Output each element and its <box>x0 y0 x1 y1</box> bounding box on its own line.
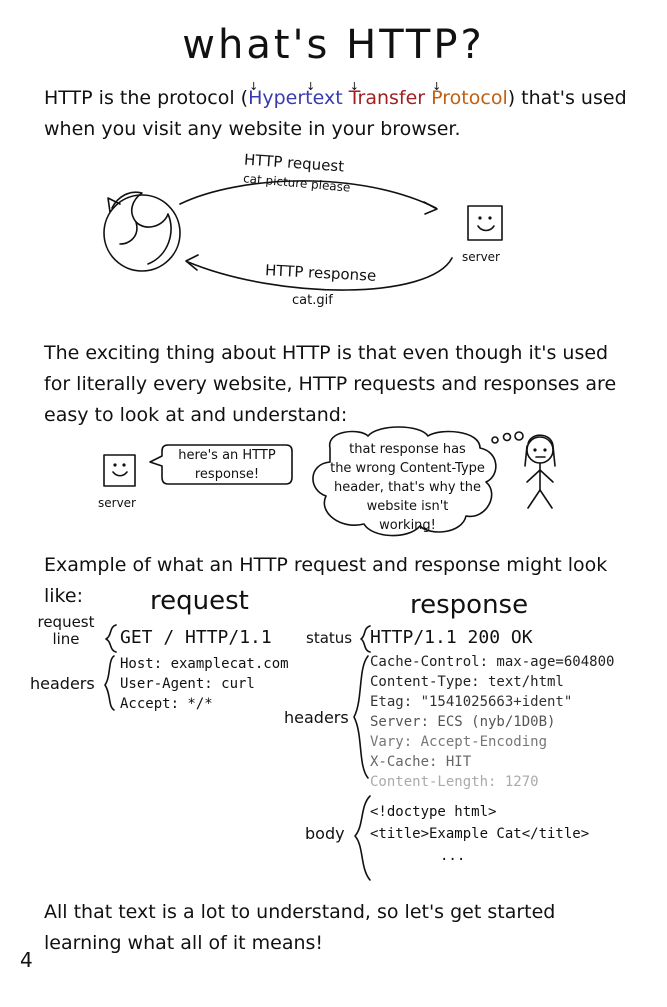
server-face-icon-2 <box>103 454 136 487</box>
stick-figure <box>524 434 556 509</box>
word-hyper: Hyper <box>248 87 305 109</box>
response-header-cache-control: Cache-Control: max-age=604800 <box>370 654 615 670</box>
person-thought-text: that response has the wrong Content-Type… <box>315 440 500 535</box>
firefox-icon <box>103 191 181 272</box>
status-brace <box>360 625 371 653</box>
request-header-user-agent: User-Agent: curl <box>120 676 255 692</box>
status-label: status <box>306 629 353 647</box>
server-label: server <box>462 250 500 264</box>
request-header-host: Host: examplecat.com <box>120 656 289 672</box>
body-doctype: <!doctype html> <box>370 804 497 820</box>
word-protocol: rotocol <box>442 87 508 109</box>
person-thought-line-4: website isn't <box>366 499 449 514</box>
person-thought-line-1: that response has <box>349 442 466 457</box>
request-header-accept: Accept: */* <box>120 696 213 712</box>
intro-after: ) that's used when you visit any website… <box>44 87 627 140</box>
response-header-etag: Etag: "1541025663+ident" <box>370 694 573 710</box>
body-brace <box>354 795 371 881</box>
response-body: <!doctype html> <title>Example Cat</titl… <box>370 801 589 867</box>
response-headers: Cache-Control: max-age=604800 Content-Ty… <box>370 652 614 792</box>
http-response-label: HTTP response <box>264 261 377 285</box>
response-note: cat.gif <box>292 293 333 308</box>
body-ellipsis: ... <box>440 848 466 864</box>
response-header-vary: Vary: Accept-Encoding <box>370 734 548 750</box>
response-header-server: Server: ECS (nyb/1D0B) <box>370 714 556 730</box>
example-intro: Example of what an HTTP request and resp… <box>44 554 608 607</box>
request-line-label-2: line <box>52 630 80 648</box>
thought-dot-3 <box>514 431 524 441</box>
response-arrow-head <box>185 254 199 271</box>
letter-p: P <box>431 87 442 109</box>
server-bubble-line-2: response! <box>194 467 260 482</box>
person-thought-line-2: the wrong Content-Type <box>330 461 485 476</box>
response-header-content-type: Content-Type: text/html <box>370 674 564 690</box>
intro-before: HTTP is the protocol ( <box>44 87 249 109</box>
request-heading: request <box>150 586 249 616</box>
word-text: text <box>305 87 349 109</box>
server-face-icon <box>467 205 503 241</box>
server-bubble-line-1: here's an HTTP <box>178 448 276 463</box>
word-transfer: ransfer <box>357 87 432 109</box>
person-thought-line-5: working! <box>379 518 436 533</box>
paragraph-exciting: The exciting thing about HTTP is that ev… <box>44 342 617 426</box>
letter-t: T <box>349 87 358 109</box>
page-number: 4 <box>20 948 33 972</box>
response-headers-brace <box>353 655 369 779</box>
request-line: GET / HTTP/1.1 <box>120 627 272 648</box>
request-headers: Host: examplecat.com User-Agent: curl Ac… <box>120 654 289 714</box>
response-heading: response <box>410 590 529 620</box>
thought-dot-2 <box>502 432 512 442</box>
request-line-label-1: request <box>37 613 95 631</box>
request-line-brace <box>105 624 117 653</box>
response-header-content-length: Content-Length: 1270 <box>370 774 539 790</box>
response-headers-label: headers <box>284 708 349 727</box>
request-line-label: request line <box>34 614 98 648</box>
page-title: what's HTTP? <box>182 22 485 68</box>
server-bubble-text: here's an HTTP response! <box>164 446 290 484</box>
status-line: HTTP/1.1 200 OK <box>370 627 533 648</box>
request-arrow-head <box>423 201 438 215</box>
server-label-2: server <box>98 496 136 510</box>
closing-paragraph: All that text is a lot to understand, so… <box>44 901 556 954</box>
body-label: body <box>305 824 345 843</box>
response-header-x-cache: X-Cache: HIT <box>370 754 472 770</box>
body-title: <title>Example Cat</title> <box>370 826 590 842</box>
request-headers-brace <box>104 655 115 711</box>
request-headers-label: headers <box>30 674 95 693</box>
person-thought-line-3: header, that's why the <box>334 480 481 495</box>
intro-paragraph: HTTP is the protocol (Hypertext Transfer… <box>44 83 644 145</box>
